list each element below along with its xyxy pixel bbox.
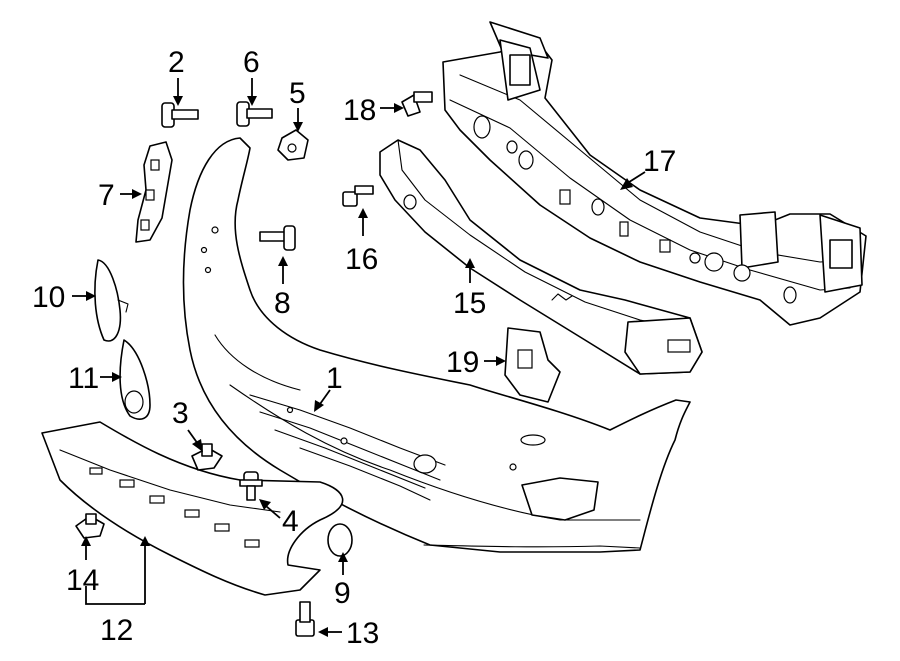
part-19-bracket [504, 327, 561, 403]
callout-11: 11 [68, 362, 99, 395]
part-11-bezel [119, 339, 151, 420]
callout-5: 5 [289, 77, 306, 110]
part-10-trim [94, 259, 129, 342]
callout-18: 18 [343, 94, 376, 127]
part-7-side-bracket [135, 141, 173, 243]
callout-10: 10 [32, 281, 65, 314]
part-14-nut [75, 513, 105, 539]
part-17-reinforcement [442, 21, 867, 326]
part-1-bumper-cover [182, 137, 691, 553]
callout-17: 17 [643, 145, 676, 178]
part-9-plug [327, 523, 353, 557]
callout-1: 1 [326, 362, 343, 395]
part-18-bolt [401, 91, 433, 117]
callout-13: 13 [346, 617, 379, 650]
callout-2: 2 [168, 46, 185, 79]
callout-4: 4 [282, 505, 299, 538]
callout-16: 16 [345, 243, 378, 276]
callout-6: 6 [243, 46, 260, 79]
part-6-bolt [236, 101, 273, 127]
part-8-bolt [259, 225, 296, 251]
callout-14: 14 [66, 564, 99, 597]
callout-labels: 1 2 3 4 5 6 7 8 9 10 11 12 13 14 15 16 1… [32, 46, 676, 650]
part-3-nut [191, 443, 223, 471]
part-5-clip [277, 129, 309, 161]
callout-15: 15 [453, 287, 486, 320]
callout-9: 9 [334, 577, 351, 610]
part-15-absorber [379, 139, 703, 375]
part-13-bolt [295, 601, 315, 637]
leader-lines [72, 78, 646, 637]
part-4-clip [239, 471, 263, 501]
callout-3: 3 [172, 397, 189, 430]
callout-19: 19 [446, 346, 479, 379]
part-16-bolt [342, 185, 374, 207]
callout-8: 8 [274, 287, 291, 320]
callout-12: 12 [100, 614, 133, 647]
grille-openings [249, 394, 446, 501]
part-2-bolt [161, 102, 199, 128]
callout-7: 7 [98, 179, 115, 212]
